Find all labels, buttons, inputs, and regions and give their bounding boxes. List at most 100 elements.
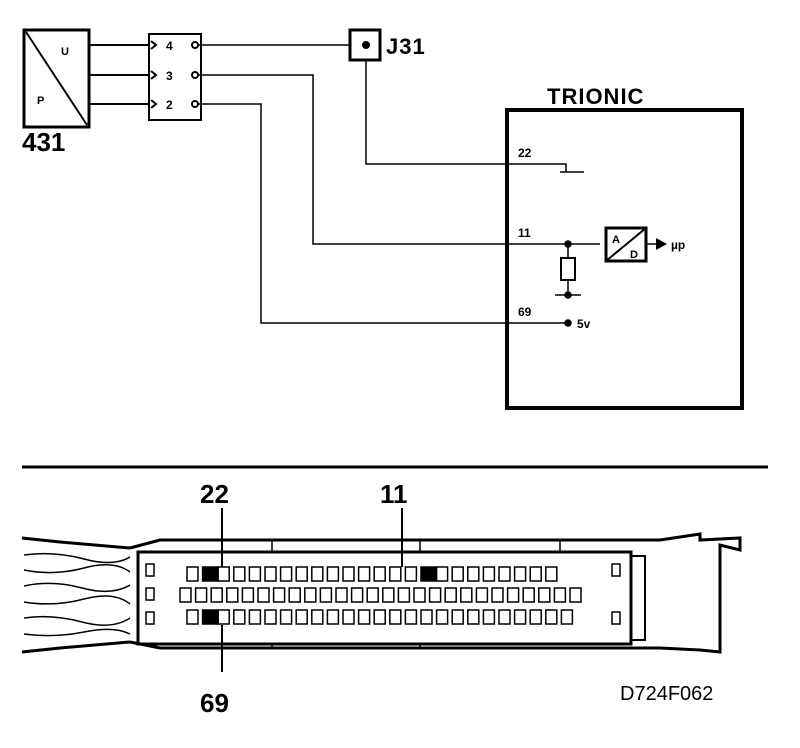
junction-j31 bbox=[348, 28, 382, 62]
plug-pin-middle-12 bbox=[350, 587, 364, 603]
plug-pin-middle-26 bbox=[569, 587, 582, 603]
plug-connector-body bbox=[21, 532, 742, 654]
plug-pin-top-12 bbox=[357, 566, 371, 582]
connector-pin-3: 3 bbox=[166, 69, 173, 83]
plug-pin-bottom-23 bbox=[529, 609, 542, 625]
connector-pin-2: 2 bbox=[166, 98, 173, 112]
plug-pin-top-7 bbox=[279, 566, 293, 582]
plug-pin-bottom-6 bbox=[264, 609, 277, 625]
plug-pin-bottom-5 bbox=[248, 609, 262, 625]
pressure-sensor-431 bbox=[22, 28, 91, 129]
plug-pin-middle-22 bbox=[506, 587, 520, 603]
plug-pin-top-20 bbox=[482, 566, 496, 582]
plug-pin-top-2 bbox=[201, 566, 220, 582]
plug-pin-middle-25 bbox=[553, 587, 567, 603]
adc-label-a: A bbox=[612, 234, 620, 246]
plug-pin-bottom-22 bbox=[513, 609, 527, 625]
plug-pin-top-17 bbox=[435, 566, 449, 582]
plug-pin-bottom-24 bbox=[545, 609, 558, 625]
plug-pin-middle-8 bbox=[288, 587, 301, 603]
plug-pin-top-11 bbox=[342, 566, 355, 582]
plug-pin-middle-11 bbox=[335, 587, 348, 603]
plug-pin-top-24 bbox=[545, 566, 558, 582]
plug-pin-middle-18 bbox=[444, 587, 457, 603]
plug-pin-top-3 bbox=[217, 566, 230, 582]
plug-pin-middle-13 bbox=[366, 587, 379, 603]
plug-pin-middle-6 bbox=[257, 587, 270, 603]
plug-pin-bottom-2 bbox=[201, 609, 220, 625]
ecu-box bbox=[505, 108, 744, 410]
plug-pin-top-8 bbox=[295, 566, 308, 582]
plug-pin-bottom-4 bbox=[233, 609, 246, 625]
junction-label-j31: J31 bbox=[386, 34, 426, 59]
inline-connector bbox=[148, 33, 202, 121]
plug-label-11: 11 bbox=[380, 479, 408, 509]
plug-pin-middle-4 bbox=[226, 587, 239, 603]
plug-pin-middle-21 bbox=[491, 587, 504, 603]
pin-leader-lines bbox=[221, 508, 403, 672]
plug-pin-middle-10 bbox=[319, 587, 333, 603]
plug-pin-bottom-7 bbox=[279, 609, 293, 625]
plug-pin-top-13 bbox=[373, 566, 386, 582]
plug-pin-bottom-8 bbox=[295, 609, 308, 625]
plug-pin-middle-17 bbox=[428, 587, 442, 603]
plug-pin-middle-7 bbox=[272, 587, 286, 603]
plug-pin-middle-20 bbox=[475, 587, 489, 603]
plug-pin-bottom-13 bbox=[373, 609, 386, 625]
plug-pin-middle-2 bbox=[194, 587, 208, 603]
plug-pin-middle-16 bbox=[413, 587, 426, 603]
plug-pin-bottom-18 bbox=[451, 609, 464, 625]
plug-pin-middle-9 bbox=[304, 587, 317, 603]
wiring-harness bbox=[198, 44, 600, 324]
plug-pin-middle-1 bbox=[179, 587, 192, 603]
plug-pin-top-21 bbox=[498, 566, 511, 582]
plug-pin-bottom-16 bbox=[420, 609, 433, 625]
plug-pin-top-18 bbox=[451, 566, 464, 582]
plug-pin-bottom-21 bbox=[498, 609, 511, 625]
supply-label: 5v bbox=[577, 317, 591, 331]
ecu-pin-22: 22 bbox=[518, 146, 532, 160]
plug-pin-bottom-20 bbox=[482, 609, 496, 625]
ecu-pin-11: 11 bbox=[518, 226, 531, 240]
plug-pin-top-23 bbox=[529, 566, 542, 582]
plug-pin-top-5 bbox=[248, 566, 262, 582]
plug-pin-bottom-14 bbox=[389, 609, 402, 625]
plug-pin-top-10 bbox=[326, 566, 340, 582]
plug-pin-top-14 bbox=[389, 566, 402, 582]
plug-pin-middle-19 bbox=[460, 587, 473, 603]
plug-label-69: 69 bbox=[200, 688, 229, 718]
microprocessor-label: µp bbox=[671, 238, 685, 252]
plug-label-22: 22 bbox=[200, 479, 229, 509]
plug-pin-bottom-15 bbox=[404, 609, 418, 625]
sensor-pin-u-label: U bbox=[61, 46, 69, 58]
plug-pin-middle-14 bbox=[382, 587, 395, 603]
plug-pin-middle-23 bbox=[522, 587, 535, 603]
connector-pin-4: 4 bbox=[166, 39, 173, 53]
plug-pin-top-1 bbox=[186, 566, 199, 582]
ecu-title: TRIONIC bbox=[547, 84, 644, 109]
plug-pin-bottom-17 bbox=[435, 609, 449, 625]
ecu-pin-69: 69 bbox=[518, 305, 532, 319]
plug-pin-bottom-25 bbox=[560, 609, 574, 625]
plug-pin-bottom-9 bbox=[311, 609, 324, 625]
plug-pin-top-16 bbox=[420, 566, 438, 582]
ad-converter bbox=[604, 226, 648, 263]
plug-pin-top-6 bbox=[264, 566, 277, 582]
ecu-internal-circuit bbox=[555, 240, 656, 327]
plug-pin-bottom-10 bbox=[326, 609, 340, 625]
plug-pin-bottom-11 bbox=[342, 609, 355, 625]
sensor-label-431: 431 bbox=[22, 127, 65, 157]
plug-pin-bottom-1 bbox=[186, 609, 199, 625]
plug-pin-middle-24 bbox=[538, 587, 551, 603]
plug-pin-middle-5 bbox=[241, 587, 255, 603]
plug-pin-bottom-19 bbox=[467, 609, 480, 625]
plug-pin-top-9 bbox=[311, 566, 324, 582]
sensor-leads bbox=[89, 44, 149, 105]
figure-code: D724F062 bbox=[620, 683, 713, 705]
plug-pin-grid bbox=[179, 566, 582, 625]
plug-pin-top-22 bbox=[513, 566, 527, 582]
plug-pin-top-19 bbox=[467, 566, 480, 582]
sensor-pin-p-label: P bbox=[37, 95, 44, 107]
plug-pin-top-4 bbox=[233, 566, 246, 582]
